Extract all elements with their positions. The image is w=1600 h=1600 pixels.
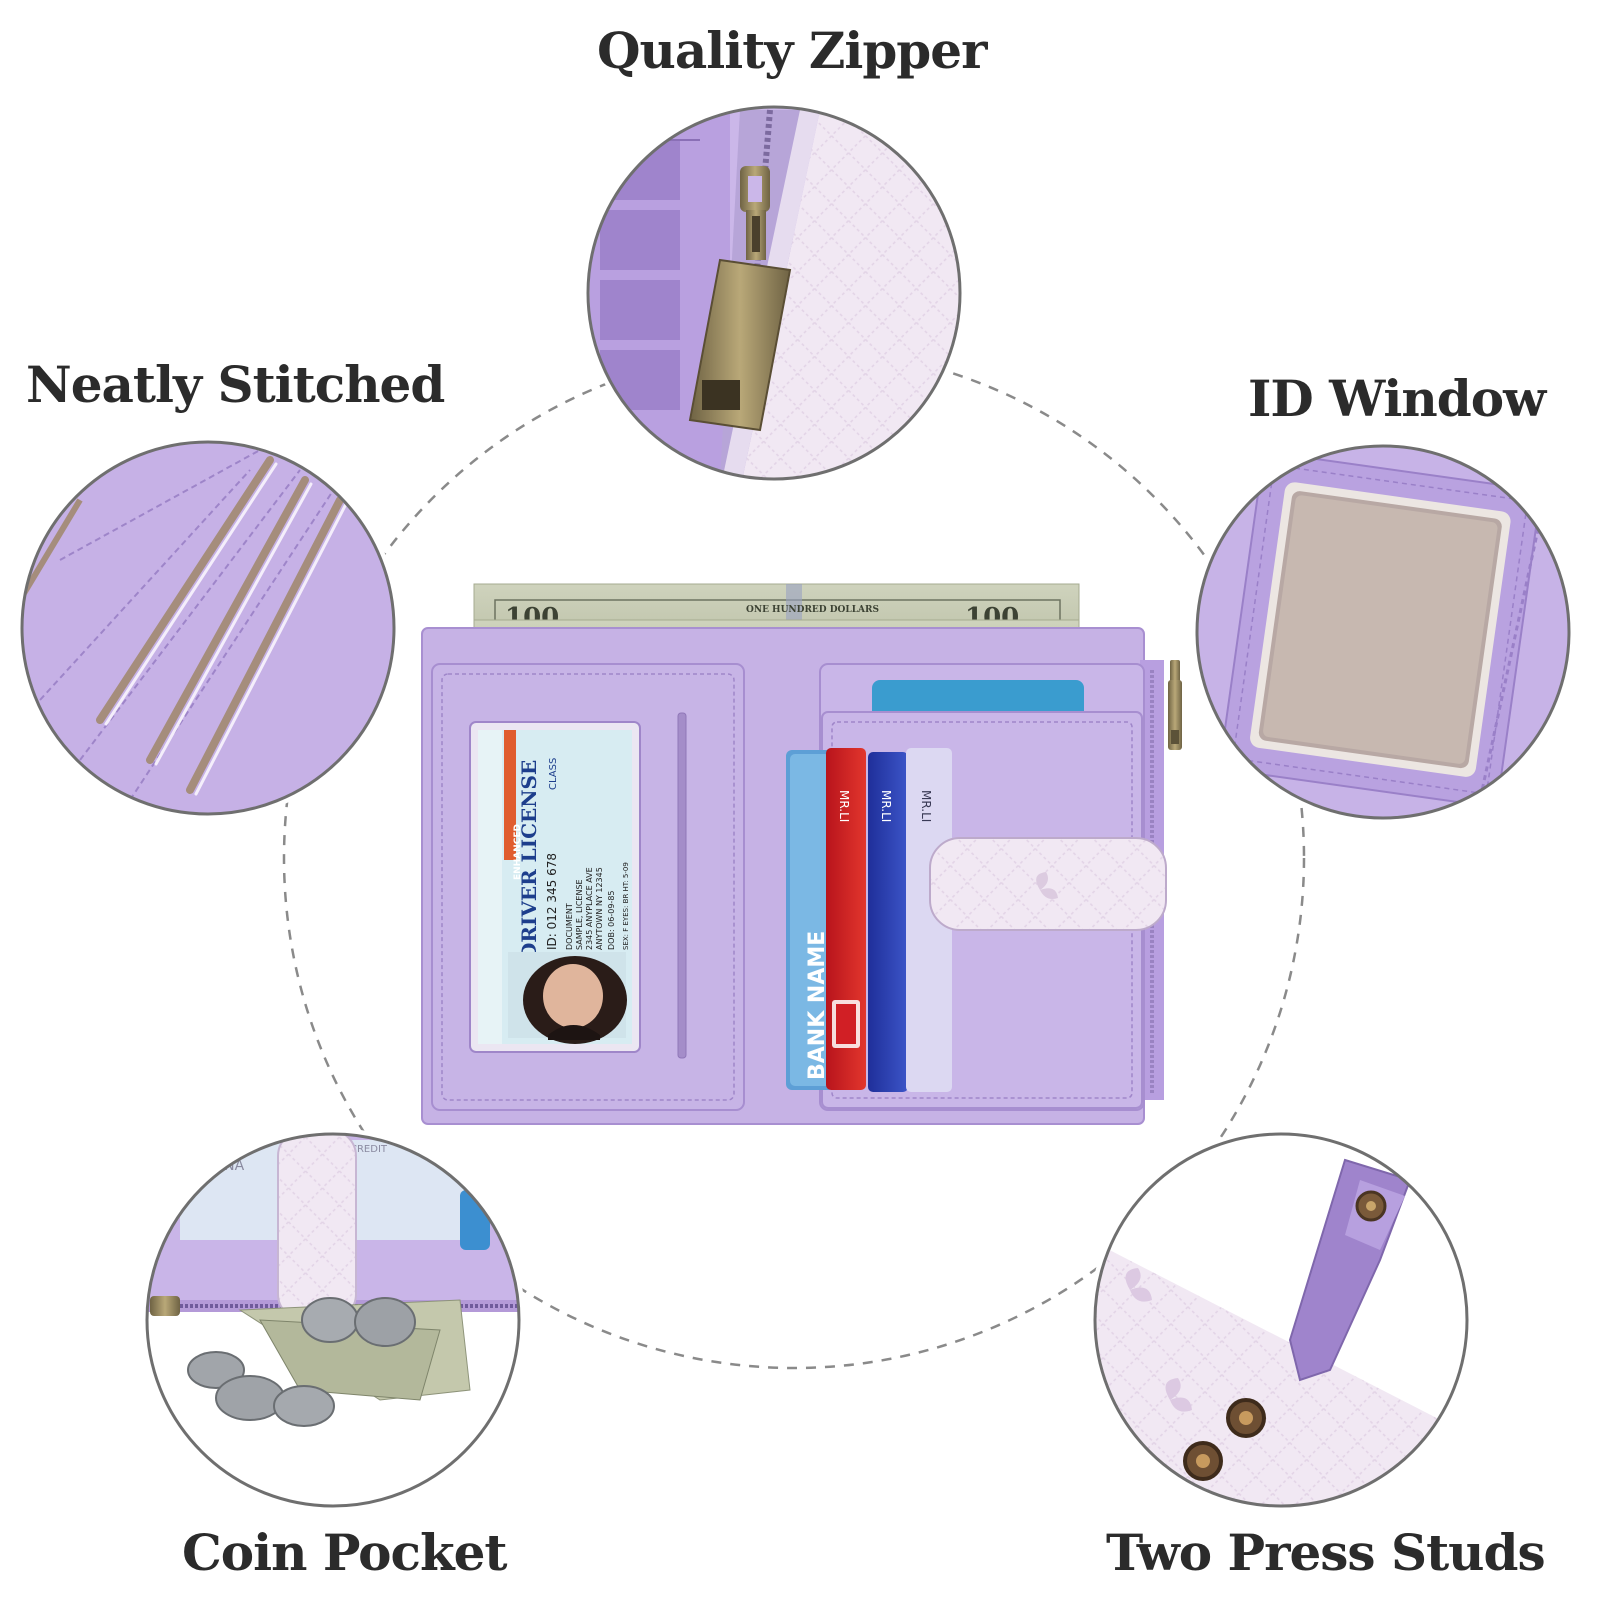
- svg-text:MR.LI: MR.LI: [919, 790, 933, 822]
- svg-text:DOB: 06-09-85: DOB: 06-09-85: [607, 891, 616, 951]
- wallet-main: 100 100 ONE HUNDRED DOLLARS 100 100 ONE …: [421, 583, 1182, 1125]
- detail-press-studs: [1095, 1134, 1467, 1506]
- svg-text:ID: 012 345 678: ID: 012 345 678: [545, 853, 559, 950]
- label-coin-pocket: Coin Pocket: [182, 1523, 507, 1582]
- circle-stitch-border: [20, 440, 396, 816]
- label-quality-zipper: Quality Zipper: [597, 21, 987, 80]
- zipper-pull: [1168, 660, 1182, 750]
- svg-text:SEX: F EYES: BR HT: 5-09: SEX: F EYES: BR HT: 5-09: [622, 862, 630, 950]
- label-neatly-stitched: Neatly Stitched: [26, 355, 445, 414]
- svg-text:MR.LI: MR.LI: [879, 790, 893, 822]
- circle-studs-border: [1093, 1132, 1469, 1508]
- label-two-press-studs: Two Press Studs: [1106, 1523, 1546, 1582]
- svg-text:ONE HUNDRED DOLLARS: ONE HUNDRED DOLLARS: [746, 605, 879, 615]
- circle-id-border: [1195, 444, 1571, 820]
- svg-text:MR.LI: MR.LI: [837, 790, 851, 822]
- detail-stitching: [22, 442, 394, 814]
- svg-text:ENHANCED: ENHANCED: [513, 824, 523, 880]
- detail-zipper: [588, 107, 960, 479]
- svg-text:CLASS: CLASS: [548, 758, 559, 790]
- svg-text:ANYTOWN NY 12345: ANYTOWN NY 12345: [595, 867, 604, 950]
- svg-text:BANK NAME: BANK NAME: [805, 931, 830, 1080]
- svg-text:2345 ANYPLACE AVE: 2345 ANYPLACE AVE: [585, 867, 594, 950]
- card-stack: BANK NAME MR.LI MR.LI MR.LI: [786, 748, 952, 1092]
- svg-text:SAMPLE, LICENSE: SAMPLE, LICENSE: [575, 879, 584, 950]
- svg-text:DOCUMENT: DOCUMENT: [565, 903, 574, 950]
- press-studs: [1183, 1190, 1387, 1481]
- id-card: ENHANCED DRIVER LICENSE CLASS ID: 012 34…: [469, 721, 641, 1053]
- circle-zipper-border: [586, 105, 962, 481]
- snap-tab: [929, 837, 1167, 931]
- detail-id-window: [1197, 446, 1569, 818]
- circle-coin-border: [145, 1132, 521, 1508]
- label-id-window: ID Window: [1248, 369, 1546, 428]
- svg-text:DRIVER LICENSE: DRIVER LICENSE: [517, 760, 541, 960]
- coins: [187, 1297, 416, 1427]
- svg-text:CREDIT: CREDIT: [350, 1144, 388, 1155]
